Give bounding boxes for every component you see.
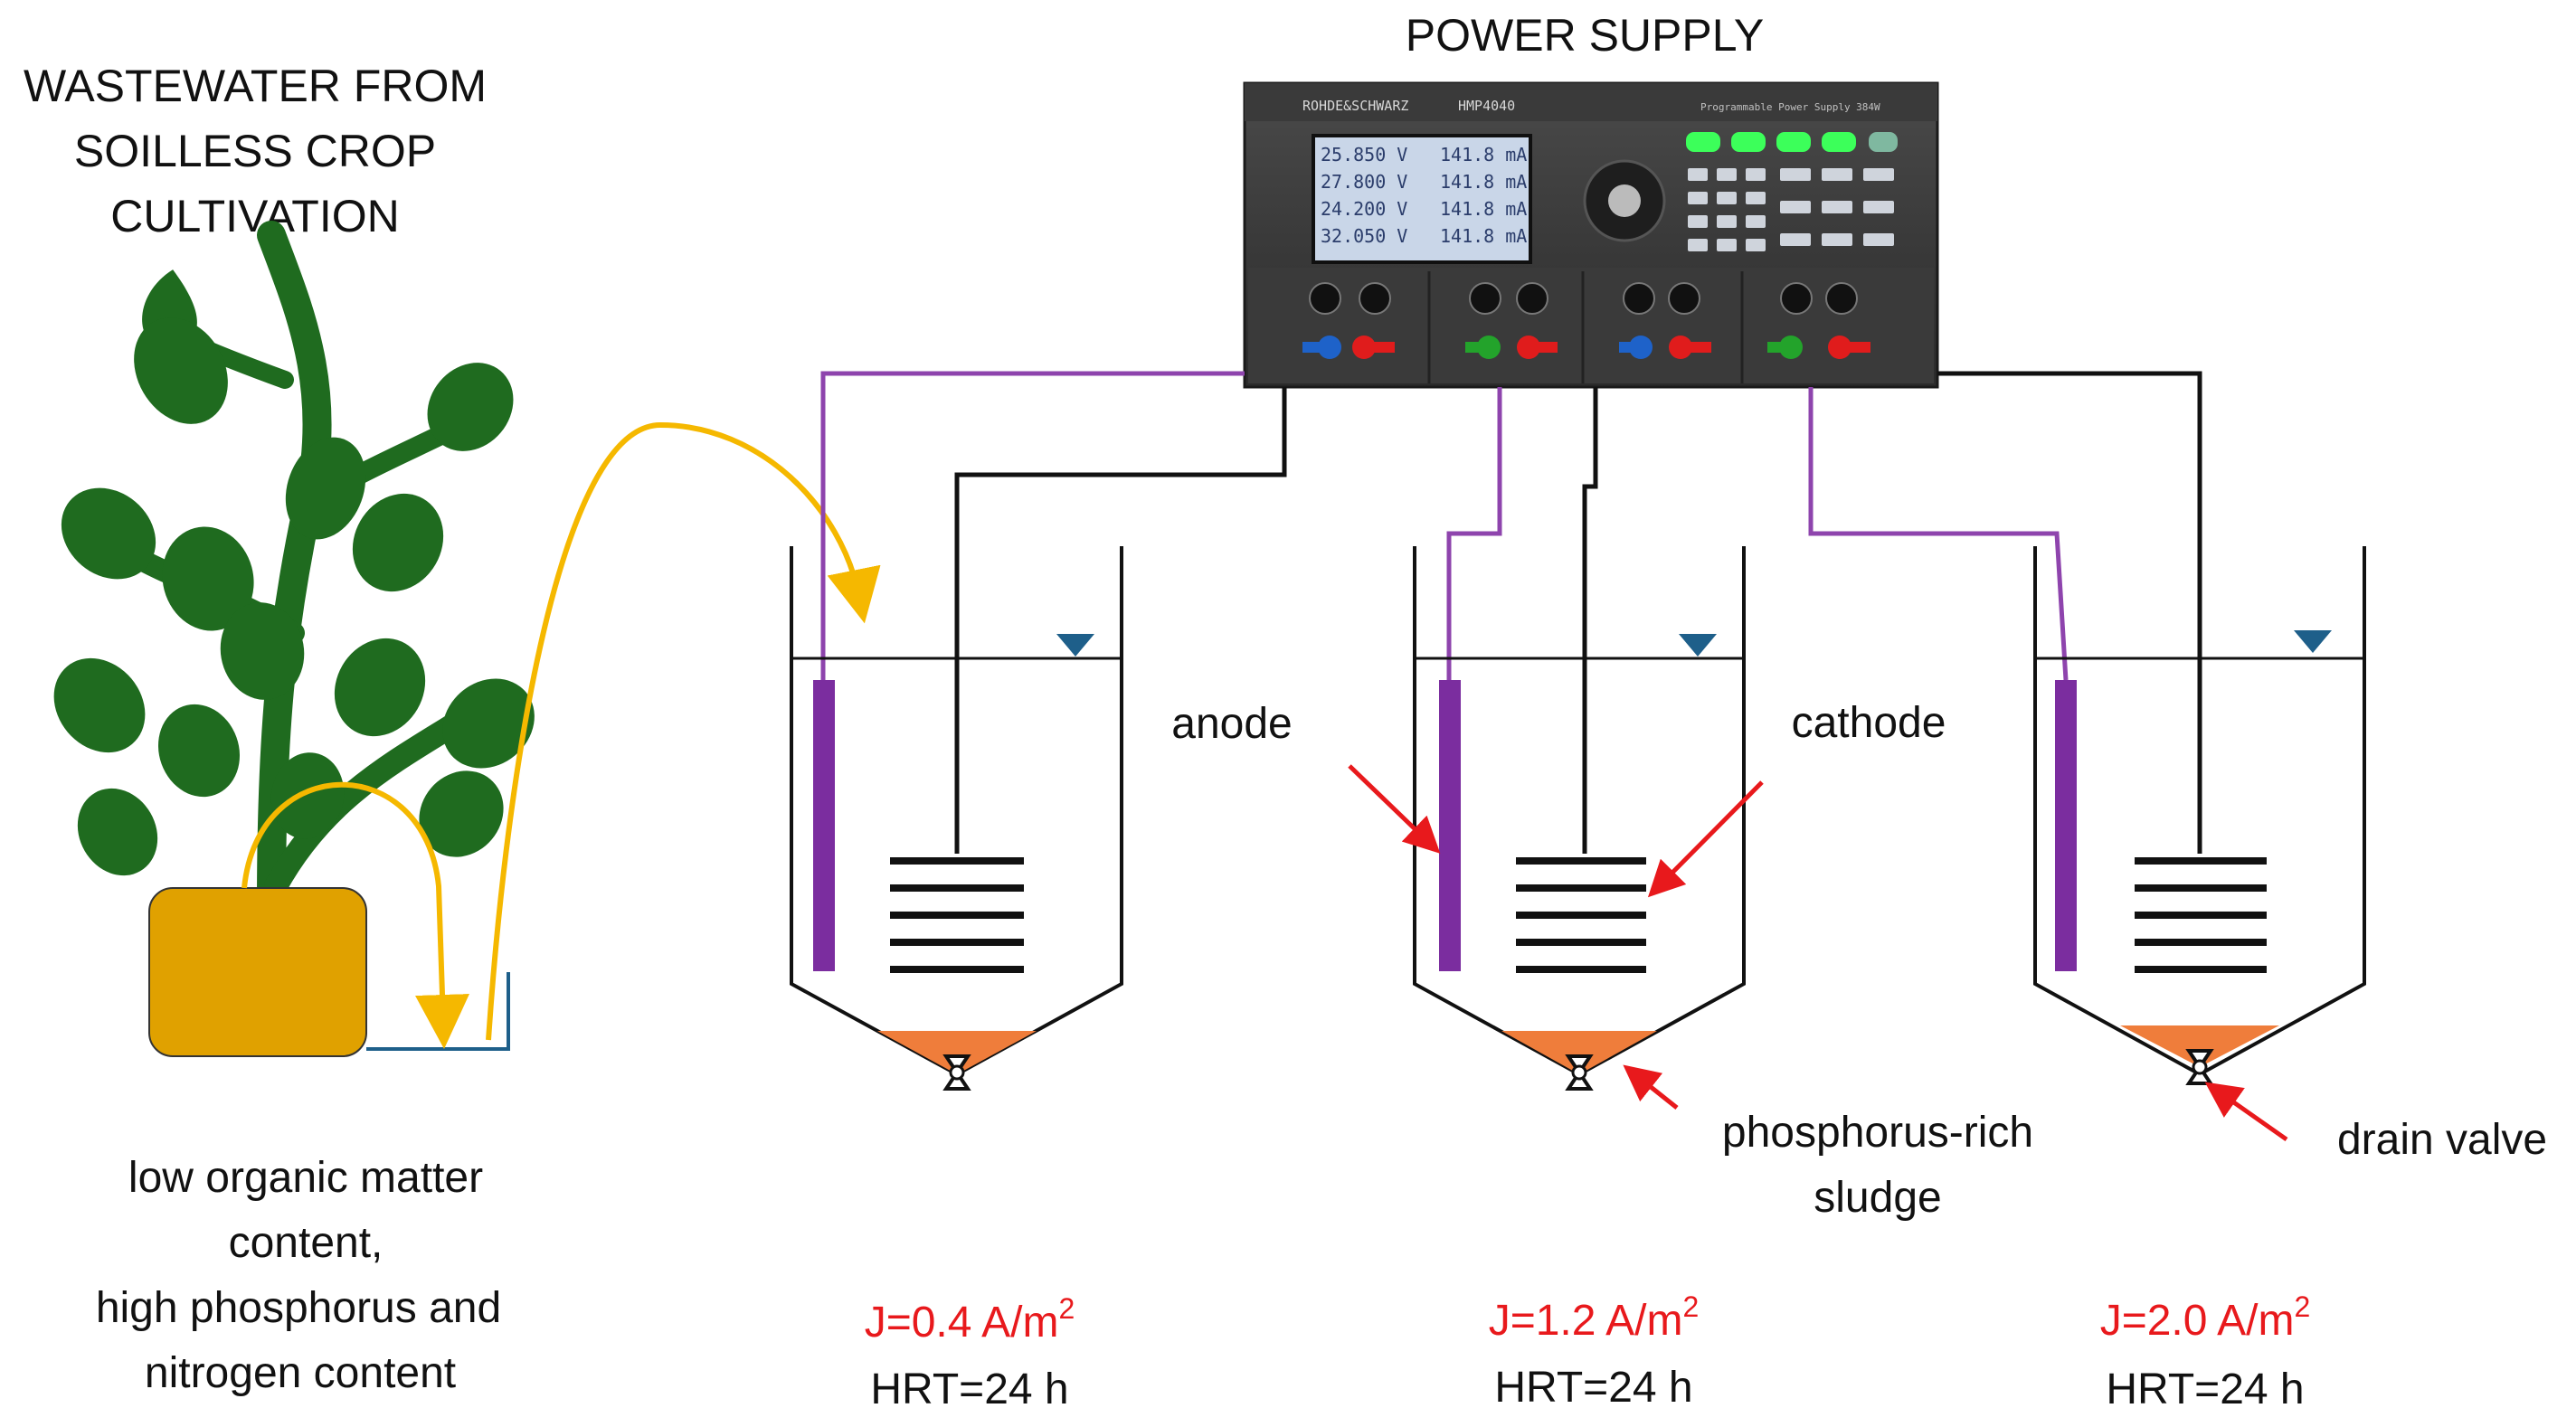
reactor-2-anode (1439, 680, 1461, 971)
source-description: low organic matter content, high phospho… (96, 1154, 501, 1397)
plant-pot (148, 887, 367, 1057)
reactor-2-water-level-marker (1679, 634, 1717, 657)
plant-leaf (134, 317, 228, 424)
source-heading: WASTEWATER FROM SOILLESS CROP CULTIVATIO… (24, 61, 487, 241)
display-readouts: 25.850 V 141.8 mA 27.800 V 141.8 mA 24.2… (1321, 144, 1527, 247)
drain-valve-label: drain valve (2337, 1116, 2547, 1164)
plant-leaf (157, 704, 241, 798)
plant-leaf (352, 493, 444, 592)
drain-valve-pointer-arrow (2204, 1082, 2288, 1142)
plant-leaf (285, 437, 366, 540)
readout-voltage-2: 27.800 V (1321, 171, 1407, 193)
cathode-label: cathode (1792, 699, 1946, 747)
anode-wire-2 (1446, 387, 1502, 680)
anode-pointer-arrow (1348, 764, 1441, 854)
reactor-3 (2033, 546, 2366, 1085)
reactor-1 (790, 546, 1123, 1091)
plant-leaf (77, 788, 158, 876)
reactor-3-sludge (2120, 1025, 2279, 1067)
source-description-line-3: high phosphorus and (96, 1284, 501, 1332)
cathode-wire-1 (954, 387, 1287, 854)
plant-leaf (162, 526, 254, 631)
terminal-panel (1248, 268, 1934, 383)
anode-wire-1 (820, 371, 1245, 680)
readout-current-1: 141.8 mA (1440, 144, 1527, 165)
plant-leaf (442, 678, 535, 769)
source-heading-line-1: WASTEWATER FROM (24, 61, 487, 111)
plant-leaf (61, 487, 156, 580)
plant-leaf (334, 638, 426, 737)
reactor-2-sludge (1501, 1031, 1657, 1074)
keypad (1688, 168, 1894, 251)
reactor-2-current-density: J=1.2 A/m2 (1489, 1290, 1700, 1345)
navigation-wheel-center (1608, 184, 1641, 217)
sludge-label-line-2: sludge (1814, 1174, 1941, 1222)
sludge-label-line-1: phosphorus-rich (1722, 1109, 2033, 1157)
reactor-1-water-level-marker (1056, 634, 1094, 657)
reactor-2-cathode-plates (1516, 857, 1646, 973)
source-description-line-1: low organic matter (128, 1154, 483, 1202)
plant-branch-right (264, 703, 482, 898)
reactor-1-cathode-plates (890, 857, 1024, 973)
reactor-2-hrt: HRT=24 h (1494, 1364, 1692, 1412)
reactor-3-water-level-marker (2294, 630, 2332, 653)
power-supply-top-strip (1245, 83, 1937, 121)
channel-button-green (1686, 132, 1720, 152)
reactor-1-hrt: HRT=24 h (870, 1366, 1068, 1413)
readout-current-4: 141.8 mA (1440, 225, 1527, 247)
terminal-sockets (1309, 282, 1858, 315)
drain-tray (366, 972, 510, 1051)
readout-voltage-3: 24.200 V (1321, 198, 1407, 220)
channel-button-green (1776, 132, 1811, 152)
sludge-pointer-arrow (1623, 1064, 1679, 1110)
power-supply-unit: ROHDE&SCHWARZ HMP4040 Programmable Power… (1243, 81, 1939, 389)
reactor-3-conditions: J=2.0 A/m2 HRT=24 h (2100, 1290, 2311, 1413)
reactor-2-vessel (1413, 546, 1746, 1077)
source-heading-line-3: CULTIVATION (110, 191, 399, 241)
power-supply-model: HMP4040 (1458, 98, 1515, 114)
anode-label: anode (1171, 700, 1292, 748)
cathode-wire-2 (1582, 387, 1598, 854)
power-supply-brand: ROHDE&SCHWARZ (1302, 98, 1408, 114)
reactor-1-current-density: J=0.4 A/m2 (865, 1292, 1075, 1347)
plant-leaf (427, 363, 514, 451)
reactor-3-cathode-plates (2135, 857, 2267, 973)
power-supply-panel-text: Programmable Power Supply 384W (1700, 101, 1880, 113)
reactor-3-hrt: HRT=24 h (2106, 1366, 2304, 1413)
source-description-line-2: content, (229, 1219, 384, 1267)
drainage-flow-arrow (242, 781, 469, 1049)
plant-leaf (53, 657, 146, 753)
banana-plugs (1302, 335, 1870, 359)
source-description-line-4: nitrogen content (145, 1349, 456, 1397)
wiring (820, 371, 2202, 854)
channel-button-green (1731, 132, 1766, 152)
channel-button-green (1822, 132, 1856, 152)
readout-current-2: 141.8 mA (1440, 171, 1527, 193)
plant-leaf (220, 602, 305, 700)
feed-flow-arrow (486, 421, 881, 1041)
reactor-2-conditions: J=1.2 A/m2 HRT=24 h (1489, 1290, 1700, 1412)
reactor-3-anode (2055, 680, 2077, 971)
cathode-pointer-arrow (1647, 780, 1764, 898)
reactor-1-anode (813, 680, 835, 971)
source-heading-line-2: SOILLESS CROP (74, 126, 436, 176)
readout-current-3: 141.8 mA (1440, 198, 1527, 220)
plant-leaf (270, 752, 345, 839)
reactor-2 (1413, 546, 1746, 1091)
power-supply-display (1312, 134, 1532, 264)
readout-voltage-1: 25.850 V (1321, 144, 1407, 165)
output-button (1869, 132, 1898, 152)
plant-illustration (53, 221, 535, 919)
readout-voltage-4: 32.050 V (1321, 225, 1407, 247)
plant-leaf (419, 770, 504, 857)
reactor-1-conditions: J=0.4 A/m2 HRT=24 h (865, 1292, 1075, 1413)
reactor-1-sludge (877, 1031, 1037, 1074)
power-supply-title: POWER SUPPLY (1406, 10, 1764, 61)
anode-wire-3 (1808, 387, 2069, 681)
cathode-wire-3 (1937, 371, 2202, 854)
reactor-3-current-density: J=2.0 A/m2 (2100, 1290, 2311, 1345)
